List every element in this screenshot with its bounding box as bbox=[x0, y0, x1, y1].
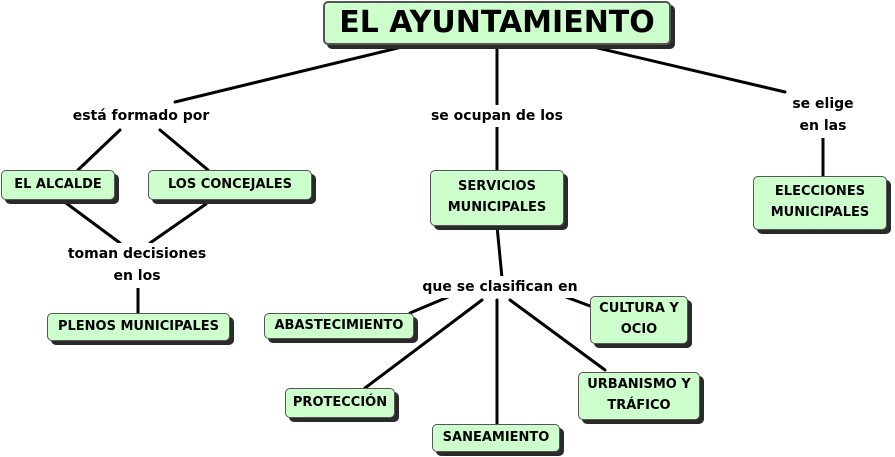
link-decisiones: toman decisiones en los bbox=[65, 243, 209, 288]
node-saneamiento: SANEAMIENTO bbox=[432, 424, 560, 452]
line-formado-concejales bbox=[158, 128, 210, 172]
line-alcalde-decisiones bbox=[60, 198, 122, 245]
node-plenos: PLENOS MUNICIPALES bbox=[47, 313, 230, 341]
link-elige: se elige en las bbox=[787, 93, 859, 138]
line-servicios-clasifican bbox=[495, 224, 504, 280]
node-concejales: LOS CONCEJALES bbox=[148, 170, 312, 200]
node-cultura: CULTURA Y OCIO bbox=[590, 296, 688, 344]
node-servicios: SERVICIOS MUNICIPALES bbox=[430, 170, 564, 226]
line-concejales-decisiones bbox=[148, 202, 208, 245]
node-abastecimiento: ABASTECIMIENTO bbox=[264, 313, 414, 339]
line-clasifican-proteccion bbox=[363, 298, 484, 390]
title-node: EL AYUNTAMIENTO bbox=[323, 1, 671, 45]
link-ocupan: se ocupan de los bbox=[428, 105, 566, 128]
link-clasifican: que se clasifican en bbox=[420, 276, 580, 299]
node-urbanismo: URBANISMO Y TRÁFICO bbox=[578, 372, 700, 420]
node-elecciones: ELECCIONES MUNICIPALES bbox=[753, 176, 887, 230]
line-clasifican-abastecimiento bbox=[408, 295, 450, 315]
line-title-formado bbox=[173, 43, 412, 104]
line-title-elige bbox=[583, 43, 787, 94]
line-clasifican-urbanismo bbox=[508, 298, 607, 372]
link-formado: está formado por bbox=[70, 105, 212, 128]
node-proteccion: PROTECCIÓN bbox=[285, 388, 395, 418]
node-alcalde: EL ALCALDE bbox=[1, 170, 115, 200]
line-formado-alcalde bbox=[76, 128, 122, 172]
